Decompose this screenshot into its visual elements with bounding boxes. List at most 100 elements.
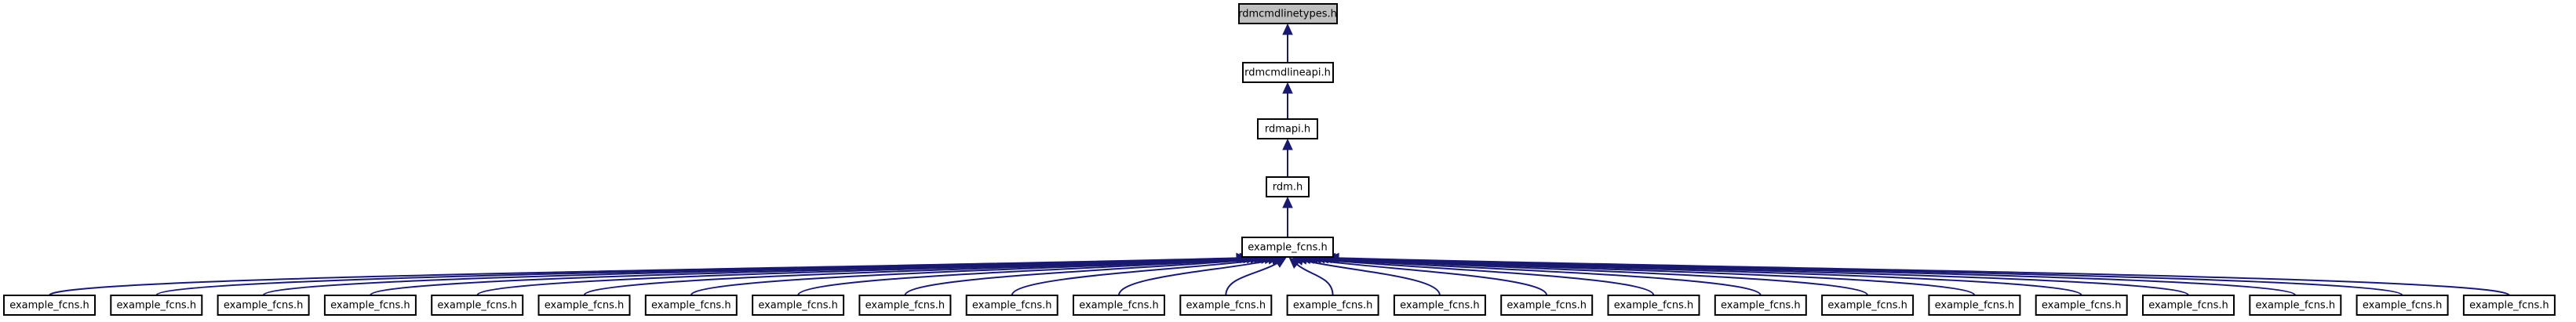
node-leaf-17[interactable]: example_fcns.h (1714, 295, 1807, 316)
edge-leaf-11-to-hub (1118, 259, 1273, 296)
node-leaf-label: example_fcns.h (1614, 300, 1694, 312)
node-leaf-11[interactable]: example_fcns.h (1073, 295, 1165, 316)
node-rdmapi-label: rdmapi.h (1265, 124, 1310, 136)
node-leaf-box (2249, 295, 2342, 316)
node-leaf-23[interactable]: example_fcns.h (2356, 295, 2449, 316)
edge-rdmapi-to-rdmcmdlineapi-arrowhead (1282, 81, 1293, 94)
edge-leaf-12-arrowhead (1273, 257, 1287, 268)
node-leaf-label: example_fcns.h (758, 300, 838, 312)
node-leaf-box (2356, 295, 2449, 316)
node-leaf-box (110, 295, 203, 316)
node-leaf-box (1821, 295, 1915, 316)
node-leaf-2[interactable]: example_fcns.h (110, 295, 203, 316)
node-leaf-label: example_fcns.h (1935, 300, 2015, 312)
node-leaf-label: example_fcns.h (545, 300, 625, 312)
edge-rdm-to-rdmapi-arrowhead (1282, 138, 1293, 150)
node-leaf-10[interactable]: example_fcns.h (965, 295, 1058, 316)
node-leaf-19[interactable]: example_fcns.h (1928, 295, 2021, 316)
node-leaf-1[interactable]: example_fcns.h (3, 295, 96, 316)
node-leaf-label: example_fcns.h (117, 300, 197, 312)
node-leaf-box (1607, 295, 1700, 316)
node-leaf-label: example_fcns.h (9, 300, 89, 312)
node-leaf-18[interactable]: example_fcns.h (1821, 295, 1915, 316)
node-leaf-label: example_fcns.h (1293, 300, 1373, 312)
node-leaf-label: example_fcns.h (972, 300, 1052, 312)
node-leaf-13[interactable]: example_fcns.h (1286, 295, 1379, 316)
node-leaf-20[interactable]: example_fcns.h (2035, 295, 2128, 316)
node-rdmapi[interactable]: rdmapi.h (1257, 118, 1318, 139)
node-leaf-box (323, 295, 417, 316)
node-leaf-3[interactable]: example_fcns.h (217, 295, 310, 316)
node-leaf-22[interactable]: example_fcns.h (2249, 295, 2342, 316)
edge-leaf-15-to-hub (1306, 258, 1548, 296)
edge-leaf-12-to-hub (1225, 262, 1278, 296)
node-leaf-7[interactable]: example_fcns.h (644, 295, 738, 316)
edge-leaf-7-to-hub (690, 257, 1259, 296)
node-leaf-box (965, 295, 1058, 316)
node-leaf-box (2462, 295, 2556, 316)
edge-leaf-16-to-hub (1310, 258, 1655, 296)
node-leaf-4[interactable]: example_fcns.h (323, 295, 417, 316)
node-root[interactable]: rdmcmdlinetypes.h (1238, 3, 1338, 24)
node-rdm-label: rdm.h (1273, 182, 1303, 194)
node-leaf-label: example_fcns.h (330, 300, 410, 312)
node-leaf-label: example_fcns.h (2148, 300, 2228, 312)
node-rdm[interactable]: rdm.h (1266, 176, 1310, 197)
node-leaf-box (1928, 295, 2021, 316)
node-root-label: rdmcmdlinetypes.h (1238, 9, 1337, 20)
node-leaf-box (431, 295, 524, 316)
node-leaf-label: example_fcns.h (2469, 300, 2549, 312)
node-leaf-box (1286, 295, 1379, 316)
node-leaf-box (1714, 295, 1807, 316)
node-example-fcns-hub[interactable]: example_fcns.h (1241, 237, 1334, 258)
node-leaf-15[interactable]: example_fcns.h (1500, 295, 1594, 316)
node-leaf-24[interactable]: example_fcns.h (2462, 295, 2556, 316)
leaf-nodes: example_fcns.h example_fcns.h example_fcns… (3, 295, 2556, 316)
node-leaf-label: example_fcns.h (1079, 300, 1159, 312)
edge-leaf-5-to-hub (476, 257, 1252, 296)
node-example-fcns-hub-box (1241, 237, 1334, 258)
edge-leaf-17-to-hub (1314, 258, 1762, 296)
node-leaf-label: example_fcns.h (865, 300, 946, 312)
node-rdm-box (1266, 176, 1310, 197)
node-leaf-14[interactable]: example_fcns.h (1393, 295, 1486, 316)
edge-hub-to-rdm-arrowhead (1282, 196, 1293, 208)
node-leaf-21[interactable]: example_fcns.h (2142, 295, 2235, 316)
node-leaf-label: example_fcns.h (1507, 300, 1587, 312)
node-leaf-label: example_fcns.h (2363, 300, 2443, 312)
node-leaf-label: example_fcns.h (2042, 300, 2122, 312)
edge-leaf-13-to-hub (1296, 263, 1334, 296)
edge-leaf-14-to-hub (1303, 259, 1441, 296)
node-rdmcmdlineapi-label: rdmcmdlineapi.h (1244, 67, 1331, 79)
edge-leaf-6-to-hub (583, 257, 1255, 296)
node-leaf-box (2142, 295, 2235, 316)
node-leaf-box (858, 295, 952, 316)
node-leaf-box (1500, 295, 1594, 316)
node-root-box (1238, 3, 1338, 24)
node-leaf-6[interactable]: example_fcns.h (537, 295, 631, 316)
node-leaf-box (2035, 295, 2128, 316)
edge-rdmcmdlineapi-to-root-arrowhead (1282, 23, 1293, 35)
node-leaf-12[interactable]: example_fcns.h (1179, 295, 1273, 316)
node-rdmcmdlineapi[interactable]: rdmcmdlineapi.h (1242, 62, 1334, 83)
node-leaf-box (537, 295, 631, 316)
node-leaf-8[interactable]: example_fcns.h (752, 295, 845, 316)
node-leaf-box (1073, 295, 1165, 316)
node-leaf-label: example_fcns.h (1827, 300, 1907, 312)
node-leaf-box (644, 295, 738, 316)
node-leaf-16[interactable]: example_fcns.h (1607, 295, 1700, 316)
edge-leaf-9-to-hub (904, 258, 1266, 296)
node-leaf-5[interactable]: example_fcns.h (431, 295, 524, 316)
node-leaf-9[interactable]: example_fcns.h (858, 295, 952, 316)
node-leaf-label: example_fcns.h (437, 300, 517, 312)
edge-leaf-18-to-hub (1317, 257, 1869, 296)
node-leaf-label: example_fcns.h (1721, 300, 1801, 312)
node-rdmapi-box (1257, 118, 1318, 139)
node-leaf-label: example_fcns.h (1186, 300, 1266, 312)
graph-edges (49, 23, 2510, 296)
node-leaf-box (752, 295, 845, 316)
node-leaf-box (3, 295, 96, 316)
edge-leaf-8-to-hub (797, 258, 1262, 296)
node-leaf-label: example_fcns.h (1400, 300, 1480, 312)
